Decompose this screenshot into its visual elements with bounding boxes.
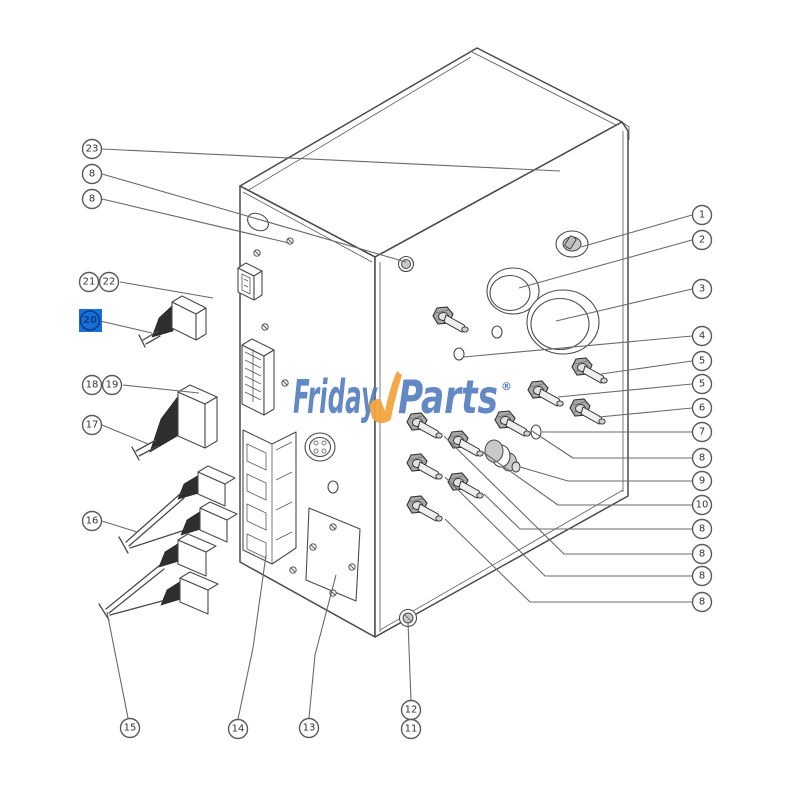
callout-5-2[interactable]: 5	[691, 373, 713, 395]
indicator-hole	[530, 424, 542, 440]
callout-16[interactable]: 16	[81, 510, 103, 532]
connector-block	[241, 338, 275, 416]
callout-7[interactable]: 7	[691, 421, 713, 443]
callout-9[interactable]: 9	[691, 470, 713, 492]
callout-20-label: 20	[83, 315, 97, 326]
callout-8-left-2[interactable]: 8	[81, 188, 103, 210]
callout-11-label: 11	[405, 724, 418, 735]
callouts: 23 8 8 21 22 20 18 19 17 16 15 14 13 12 …	[78, 138, 713, 740]
callout-17-label: 17	[86, 420, 99, 431]
wire-harnesses	[98, 295, 238, 621]
callout-8-label: 8	[699, 549, 705, 560]
callout-6-label: 6	[699, 403, 705, 414]
callout-6[interactable]: 6	[691, 397, 713, 419]
callout-8-label: 8	[89, 194, 95, 205]
callout-8-right-5[interactable]: 8	[691, 591, 713, 613]
key-switch	[555, 230, 589, 258]
callout-5-label: 5	[699, 356, 705, 367]
watermark: Friday Parts ®	[293, 370, 512, 424]
indicator-hole	[453, 347, 465, 361]
callout-8-label: 8	[699, 597, 705, 608]
small-connector-port	[237, 262, 263, 301]
mounting-bolt	[397, 255, 415, 273]
registered-mark: ®	[501, 380, 512, 393]
callout-15-label: 15	[124, 723, 137, 734]
callout-22[interactable]: 22	[98, 271, 120, 293]
callout-21-label: 21	[83, 277, 96, 288]
harness-lower	[98, 533, 219, 621]
screw-icon	[281, 379, 289, 387]
plug-connector-upper	[138, 295, 207, 348]
callout-18-label: 18	[86, 380, 99, 391]
callout-19[interactable]: 19	[101, 374, 123, 396]
callout-13-label: 13	[303, 723, 316, 734]
callout-8-right-2[interactable]: 8	[691, 518, 713, 540]
callout-8-label: 8	[699, 453, 705, 464]
panel-hole	[327, 480, 339, 494]
watermark-brand-second: Parts	[398, 370, 498, 424]
callout-15[interactable]: 15	[119, 717, 141, 739]
callout-19-label: 19	[106, 380, 119, 391]
callout-8-right-1[interactable]: 8	[691, 447, 713, 469]
callout-23-label: 23	[86, 144, 99, 155]
callout-5-1[interactable]: 5	[691, 350, 713, 372]
screw-icon	[253, 249, 261, 257]
callout-1-label: 1	[699, 210, 705, 221]
callout-4-label: 4	[699, 331, 705, 342]
harness-upper	[118, 465, 238, 554]
callout-10-label: 10	[696, 500, 709, 511]
callout-12[interactable]: 12	[400, 699, 422, 721]
callout-10[interactable]: 10	[691, 494, 713, 516]
callout-7-label: 7	[699, 427, 705, 438]
callout-20-selected[interactable]: 20	[79, 309, 102, 332]
gauge-small	[486, 267, 540, 315]
watermark-swoosh-icon	[369, 371, 402, 423]
gauge-large	[526, 289, 600, 355]
screw-icon	[261, 323, 269, 331]
callout-4[interactable]: 4	[691, 325, 713, 347]
callout-21[interactable]: 21	[78, 271, 100, 293]
callout-9-label: 9	[699, 476, 705, 487]
highlight-box	[79, 309, 102, 332]
callout-8-right-3[interactable]: 8	[691, 543, 713, 565]
callout-14[interactable]: 14	[227, 718, 249, 740]
callout-8-left-1[interactable]: 8	[81, 163, 103, 185]
callout-8-label: 8	[699, 524, 705, 535]
callout-11[interactable]: 11	[400, 718, 422, 740]
access-plate	[305, 507, 361, 602]
round-connector	[304, 432, 336, 462]
callout-23[interactable]: 23	[81, 138, 103, 160]
callout-17[interactable]: 17	[81, 414, 103, 436]
callout-8-label: 8	[89, 169, 95, 180]
callout-22-label: 22	[103, 277, 116, 288]
drain-bolt	[398, 608, 418, 628]
callout-3[interactable]: 3	[691, 278, 713, 300]
callout-14-label: 14	[232, 724, 245, 735]
screw-icon	[289, 566, 297, 574]
callout-8-right-4[interactable]: 8	[691, 565, 713, 587]
callout-13[interactable]: 13	[298, 717, 320, 739]
callout-3-label: 3	[699, 284, 705, 295]
callout-5-label: 5	[699, 379, 705, 390]
watermark-brand-first: Friday	[293, 370, 378, 424]
callout-18[interactable]: 18	[81, 374, 103, 396]
leader-lines	[99, 148, 693, 720]
plug-connector-mid	[131, 384, 218, 461]
callout-1[interactable]: 1	[691, 204, 713, 226]
control-box	[237, 47, 630, 638]
callout-12-label: 12	[405, 705, 418, 716]
callout-2[interactable]: 2	[691, 229, 713, 251]
gang-connector-block	[242, 429, 297, 565]
callout-16-label: 16	[86, 516, 99, 527]
indicator-hole	[491, 325, 503, 339]
callout-2-label: 2	[699, 235, 705, 246]
callout-8-label: 8	[699, 571, 705, 582]
